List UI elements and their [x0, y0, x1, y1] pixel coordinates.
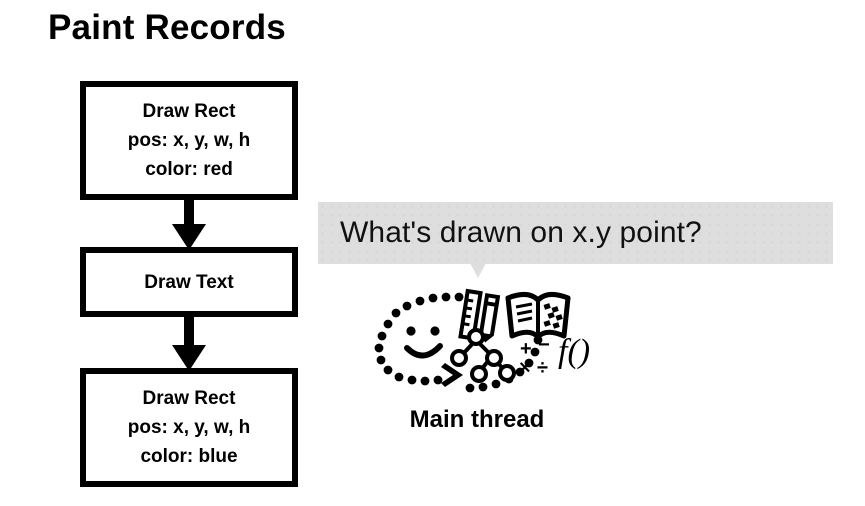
svg-text:×: × — [519, 357, 531, 379]
svg-text:−: − — [538, 334, 550, 356]
down-triangle-icon — [470, 263, 486, 278]
page-title: Paint Records — [48, 8, 286, 47]
paint-record-line: Draw Rect — [142, 388, 236, 409]
svg-text:÷: ÷ — [537, 357, 548, 379]
paint-record-box-draw-text: Draw Text — [80, 247, 298, 317]
arrow-shaft — [184, 315, 194, 348]
ruler-icon — [458, 288, 483, 341]
paint-record-line: Draw Rect — [142, 101, 236, 122]
paint-record-box-draw-rect-blue: Draw Rect pos: x, y, w, h color: blue — [80, 368, 298, 487]
chevron-right-icon — [441, 363, 463, 387]
speech-bubble-text: What's drawn on x.y point? — [340, 216, 702, 249]
smiley-face-icon — [404, 326, 443, 359]
arrow-head — [172, 345, 206, 371]
speech-bubble: What's drawn on x.y point? — [318, 202, 833, 264]
pencil-icon — [479, 293, 501, 343]
open-book-icon — [505, 292, 571, 340]
svg-text:f(): f() — [558, 333, 590, 370]
paint-record-line: color: blue — [140, 446, 238, 467]
paint-record-line: pos: x, y, w, h — [127, 417, 251, 438]
arrow-head — [172, 224, 206, 250]
tree-graph-icon — [450, 328, 516, 383]
function-notation-icon: f() — [558, 333, 590, 370]
paint-record-line: pos: x, y, w, h — [127, 130, 251, 151]
arrow-shaft — [184, 198, 194, 229]
paint-record-line: Draw Text — [144, 271, 234, 293]
down-arrow-icon — [172, 315, 206, 371]
main-thread-label: Main thread — [409, 406, 545, 433]
paint-record-line: color: red — [145, 159, 233, 180]
svg-text:+: + — [520, 338, 532, 360]
main-thread-illustration: + − × ÷ f() — [352, 280, 602, 400]
down-arrow-icon — [172, 198, 206, 250]
paint-record-box-draw-rect-red: Draw Rect pos: x, y, w, h color: red — [80, 81, 298, 200]
math-symbols-icon: + − × ÷ — [519, 334, 550, 379]
